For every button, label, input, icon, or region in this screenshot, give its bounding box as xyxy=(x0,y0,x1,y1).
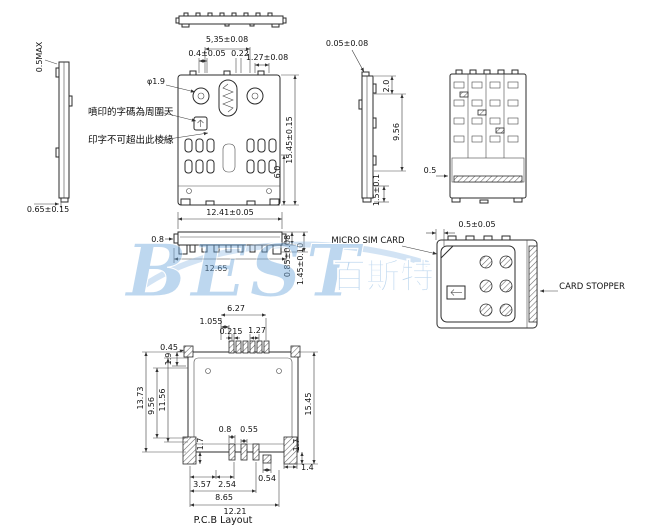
dim-pcb-br: 1.7 xyxy=(292,439,301,452)
dim-top-a: 0.4±0.05 xyxy=(188,49,225,58)
pcb-pad xyxy=(249,340,256,354)
dim-front-h1: 0.85±0.08 xyxy=(283,235,292,277)
dim-front-h2: 1.45±0.10 xyxy=(296,243,305,285)
label-pcb-layout: P.C.B Layout xyxy=(194,515,253,526)
view-detail-section xyxy=(449,69,527,204)
dim-pcb-b5: 8.65 xyxy=(215,493,233,502)
dim-pcb-b4: 3.57 xyxy=(193,480,211,489)
pcb-pad xyxy=(242,340,249,354)
card-stopper-bar xyxy=(528,245,538,323)
view-side-left: 0.5MAX 0.65±0.15 xyxy=(27,41,73,214)
dim-front-bottom: 12.65 xyxy=(205,264,228,273)
dim-pcb-l3: 11.56 xyxy=(158,389,167,412)
note-print-code: 噴印的字碼為周圍天 xyxy=(88,106,174,118)
view-top: 5,35±0.08 0.4±0.05 0.22 1.27±0.08 φ1.9 噴… xyxy=(88,35,299,206)
pcb-pad xyxy=(263,340,270,354)
dim-side-right-a: 2.0 xyxy=(382,80,391,93)
pcb-pad xyxy=(252,443,260,461)
watermark: BEST 百斯特 xyxy=(124,228,435,314)
dim-top-inner-h: 6.0 xyxy=(273,166,282,179)
dim-pcb-c2: 0.55 xyxy=(240,425,258,434)
dim-pcb-r1: 15.45 xyxy=(304,393,313,416)
dim-top-width: 5,35±0.08 xyxy=(206,35,248,44)
view-pcb-layout: 6.27 1.055 0.215 1.27 0.45 1.9 13.73 9.5… xyxy=(136,304,318,526)
dim-side-right-c: 1.5±0.1 xyxy=(372,174,381,206)
pcb-pad xyxy=(182,436,197,465)
dim-pcb-t4: 1.27 xyxy=(248,326,266,335)
view-card-insertion: 0.5±0.05 MICRO SIM CARD CARD STOPPER xyxy=(331,220,625,329)
dim-pcb-b2: 0.54 xyxy=(258,474,276,483)
note-print-limit: 印字不可超出此棱緣 xyxy=(88,134,174,146)
dim-pcb-l2: 9.56 xyxy=(147,397,156,415)
pcb-pad xyxy=(283,436,298,465)
pcb-pad xyxy=(262,454,272,464)
dim-pcb-t3: 0.215 xyxy=(220,327,243,336)
dim-front-width: 12.41±0.05 xyxy=(206,208,253,217)
dim-top-hole: φ1.9 xyxy=(147,77,165,86)
pcb-pad xyxy=(235,340,242,354)
dim-pcb-t6: 1.9 xyxy=(164,353,173,366)
pcb-pad xyxy=(183,345,194,358)
dim-card-gap: 0.5±0.05 xyxy=(458,220,495,229)
dim-pcb-l1: 13.73 xyxy=(136,387,145,410)
dim-side-right-b: 9.56 xyxy=(392,123,401,141)
pcb-pad xyxy=(240,443,248,461)
view-top-edge xyxy=(175,12,287,28)
dim-top-total-h: 15.45±0.15 xyxy=(285,116,294,163)
watermark-swoosh xyxy=(133,241,429,295)
view-front: 12.41±0.05 0.8 12.65 0.85±0.08 1.45±0.10 xyxy=(151,208,308,285)
dim-top-c: 1.27±0.08 xyxy=(246,53,288,62)
pcb-pad xyxy=(228,340,235,354)
label-micro-sim-card: MICRO SIM CARD xyxy=(331,236,405,246)
dim-top-b: 0.22 xyxy=(231,49,249,58)
pcb-pad xyxy=(228,443,236,461)
watermark-latin: BEST xyxy=(124,228,364,313)
pcb-pad xyxy=(256,340,263,354)
dim-side-right-d: 0.5 xyxy=(424,166,437,175)
dim-pcb-c1: 0.8 xyxy=(219,425,232,434)
pcb-pad xyxy=(290,345,301,358)
view-side-right: 0.05±0.08 2.0 9.56 1.5±0.1 0.5 xyxy=(326,39,448,206)
dim-pcb-t2: 1.055 xyxy=(200,317,223,326)
dim-pcb-t5: 0.45 xyxy=(160,343,178,352)
dim-side-left-max: 0.5MAX xyxy=(35,41,44,72)
dim-side-left-bottom: 0.65±0.15 xyxy=(27,205,69,214)
dim-pcb-b6: 12.21 xyxy=(224,507,247,516)
dim-front-tab: 0.8 xyxy=(151,235,164,244)
sim-card-outline xyxy=(440,245,516,323)
dim-pcb-b1: 1.4 xyxy=(301,463,314,472)
watermark-cjk: 百斯特 xyxy=(332,257,434,297)
label-card-stopper: CARD STOPPER xyxy=(559,282,625,292)
dim-pcb-t1: 6.27 xyxy=(227,304,245,313)
dim-side-right-top: 0.05±0.08 xyxy=(326,39,368,48)
dim-pcb-bl: 1.7 xyxy=(196,438,205,451)
dim-pcb-b3: 2.54 xyxy=(218,480,236,489)
